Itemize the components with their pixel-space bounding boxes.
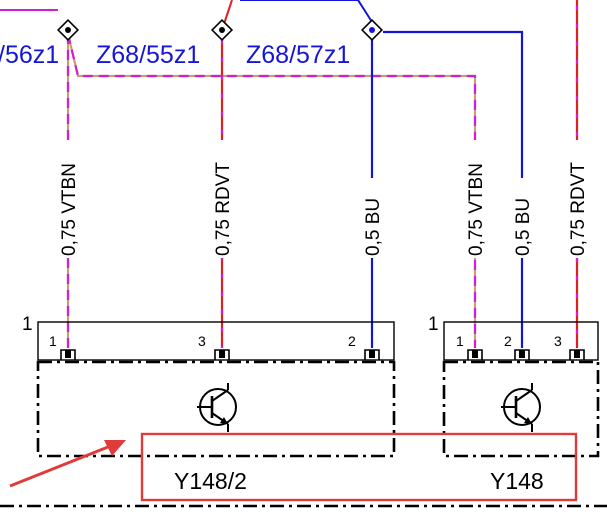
wire-label-rdvt-1: 0,75 RDVT — [213, 162, 234, 256]
wire-label-group — [60, 140, 585, 258]
splice-label-56z1: /56z1 — [0, 41, 59, 69]
highlight-box — [140, 432, 578, 502]
connector-y148-2 — [37, 321, 395, 361]
pin-number: 3 — [554, 333, 562, 349]
component-box-y148-2 — [36, 360, 396, 458]
transistor-icon — [197, 383, 237, 432]
splice-label-55z1: Z68/55z1 — [96, 41, 200, 69]
wire-label-rdvt-2: 0,75 RDVT — [568, 162, 589, 256]
pin-number: 2 — [504, 333, 512, 349]
component-name-y148: Y148 — [490, 468, 544, 494]
pin-number: 2 — [348, 333, 356, 349]
splice-node-57z1 — [360, 18, 384, 42]
connector-y148 — [443, 321, 599, 361]
wire-label-vtbn-2: 0,75 VTBN — [466, 163, 487, 256]
pin-number: 1 — [456, 333, 464, 349]
component-box-y148 — [442, 360, 600, 458]
splice-node-56z1 — [56, 18, 80, 42]
pin-number: 3 — [198, 333, 206, 349]
wire-label-bu-1: 0,5 BU — [363, 198, 384, 256]
annotation-arrow-icon — [9, 440, 126, 488]
component-name-y148-2: Y148/2 — [174, 468, 247, 494]
pin-number: 1 — [49, 333, 57, 349]
transistor-icon — [501, 383, 541, 432]
wire-label-bu-2: 0,5 BU — [513, 198, 534, 256]
connector-label-2: 1 — [428, 314, 439, 335]
connector-label-1: 1 — [22, 314, 33, 335]
wire-label-vtbn-1: 0,75 VTBN — [59, 163, 80, 256]
splice-node-55z1 — [210, 18, 234, 42]
splice-label-57z1: Z68/57z1 — [246, 41, 350, 69]
